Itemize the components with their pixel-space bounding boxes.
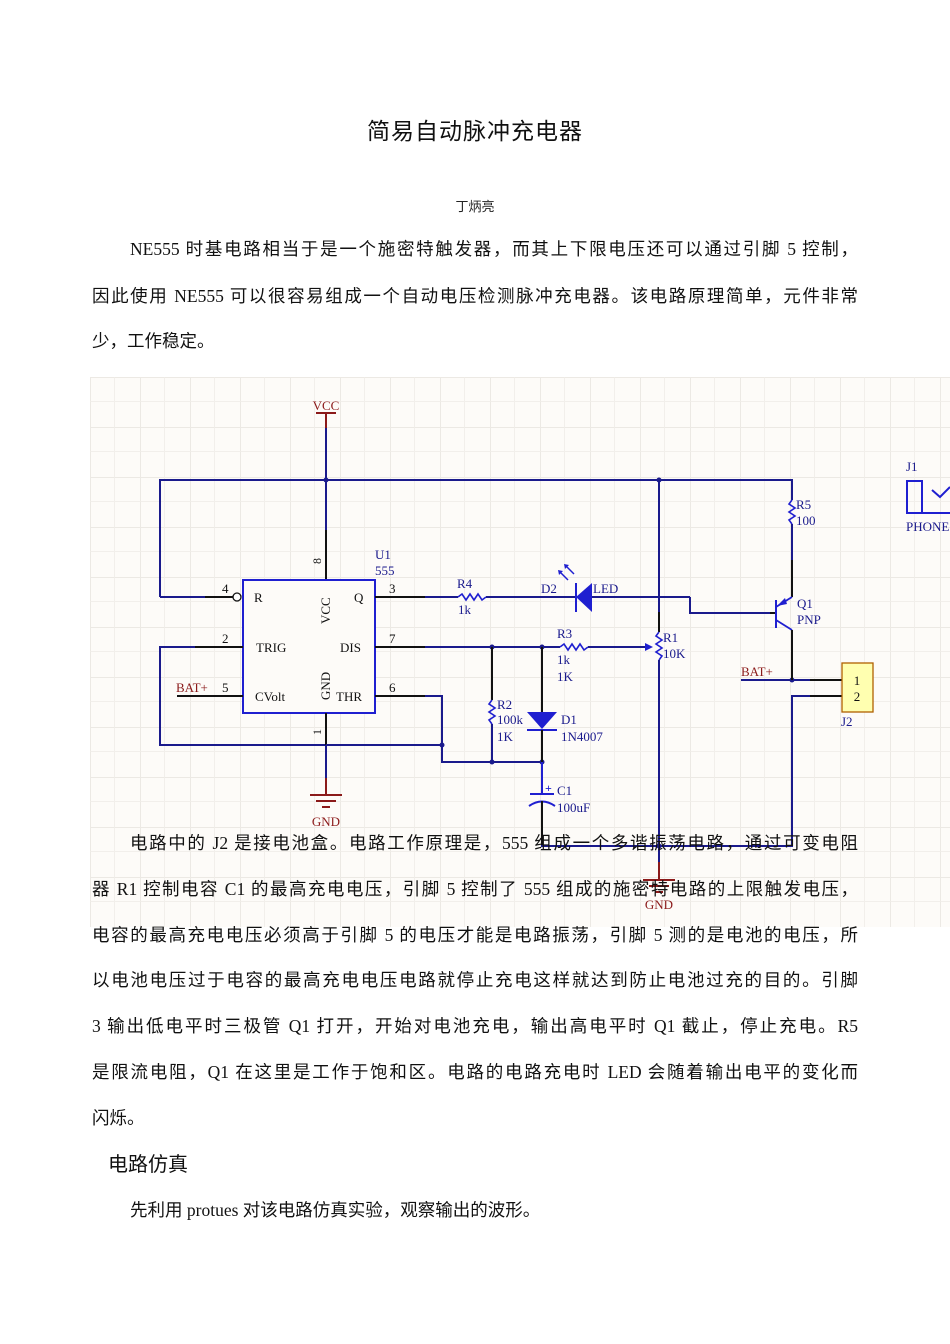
principle-line-1: 电路中的 J2 是接电池盒。电路工作原理是，555 组成一个多谐振荡电路，通过可…	[130, 833, 858, 853]
intro-line-2: 因此使用 NE555 可以很容易组成一个自动电压检测脉冲充电器。该电路原理简单，…	[92, 286, 858, 306]
document-author: 丁炳亮	[455, 200, 495, 215]
intro-line-3: 少，工作稳定。	[92, 331, 215, 351]
principle-line-7: 闪烁。	[92, 1108, 145, 1128]
principle-line-5: 3 输出低电平时三极管 Q1 打开，开始对电池充电，输出高电平时 Q1 截止，停…	[92, 1016, 858, 1036]
section-heading: 电路仿真	[108, 1152, 188, 1176]
principle-line-3: 电容的最高充电电压必须高于引脚 5 的电压才能是电路振荡，引脚 5 测的是电池的…	[92, 925, 858, 945]
document-title: 简易自动脉冲充电器	[367, 119, 583, 145]
principle-line-4: 以电池电压过于电容的最高充电电压电路就停止充电这样就达到防止电池过充的目的。引脚	[92, 970, 858, 990]
principle-line-2: 器 R1 控制电容 C1 的最高充电电压，引脚 5 控制了 555 组成的施密特…	[92, 879, 858, 899]
intro-line-1: NE555 时基电路相当于是一个施密特触发器，而其上下限电压还可以通过引脚 5 …	[130, 239, 858, 259]
simulation-line: 先利用 protues 对该电路仿真实验，观察输出的波形。	[130, 1200, 541, 1220]
principle-line-6: 是限流电阻，Q1 在这里是工作于饱和区。电路的电路充电时 LED 会随着输出电平…	[92, 1062, 858, 1082]
